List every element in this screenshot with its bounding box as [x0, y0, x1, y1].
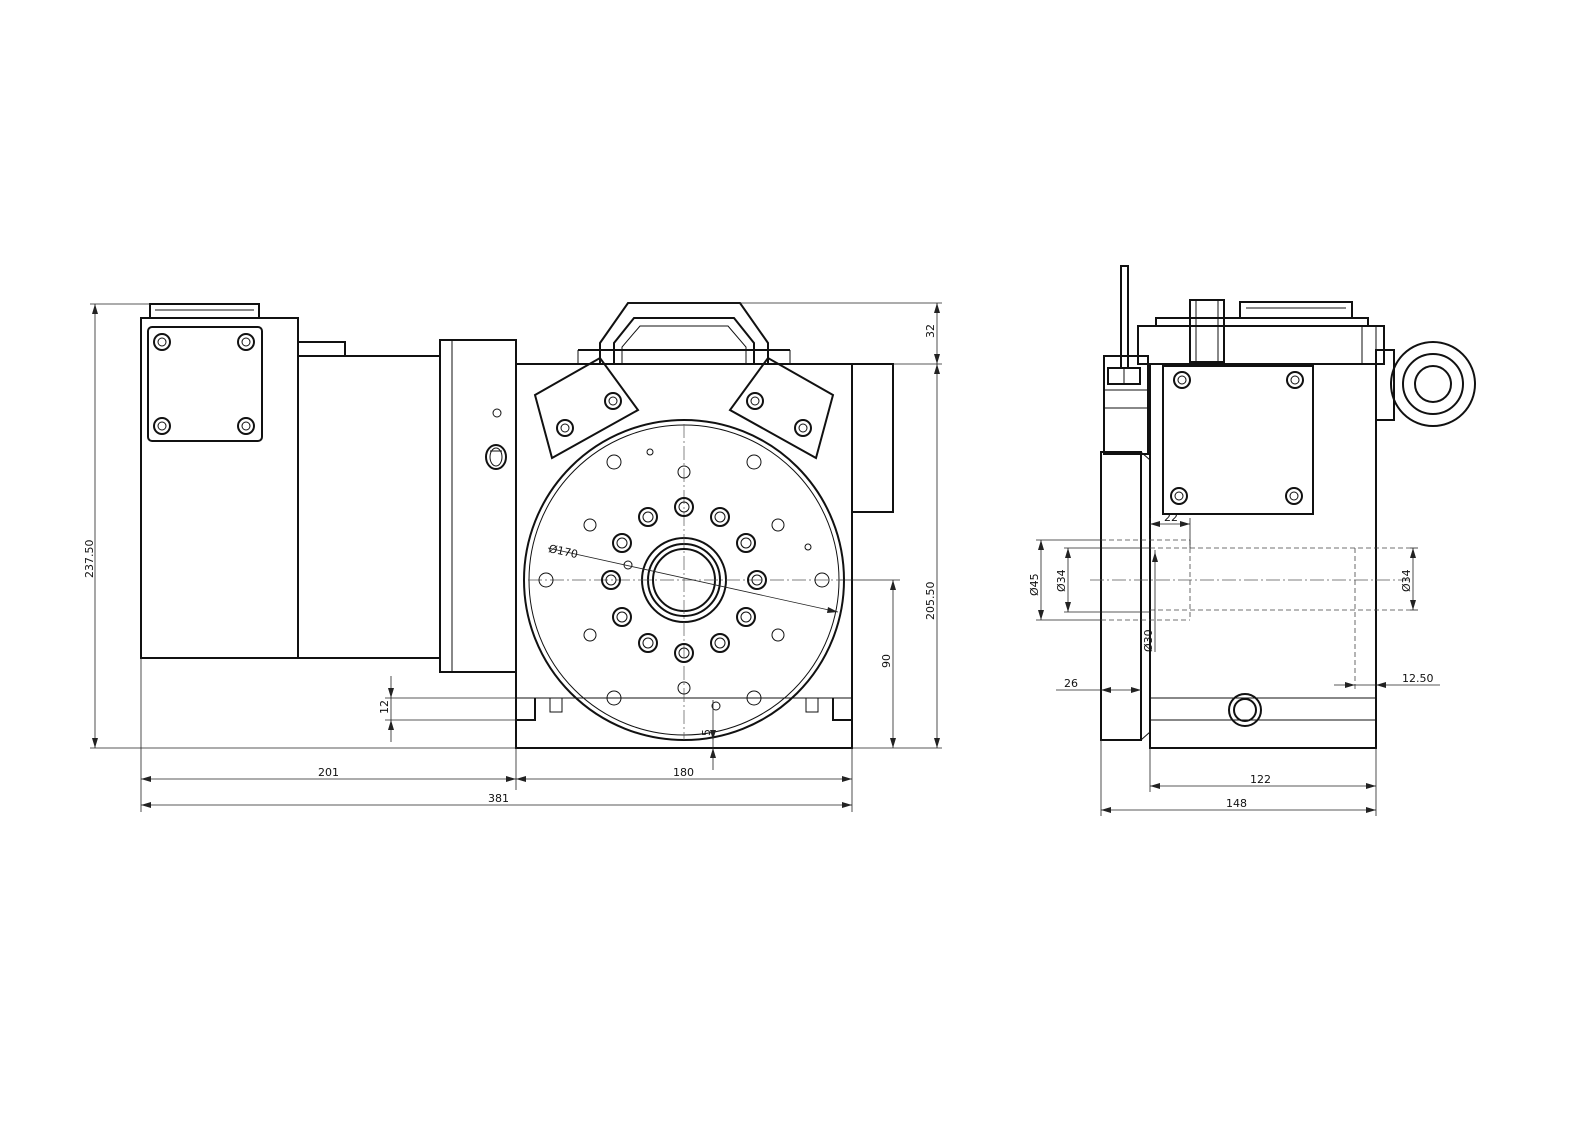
lubrication-nipple [485, 444, 507, 470]
dim-bore-30: Ø30 [1142, 629, 1155, 652]
table-hole [583, 628, 597, 642]
front-view: 237.50 32 205.50 90 12 5 [83, 302, 942, 812]
side-view: Ø45 Ø34 Ø34 22 Ø30 [1028, 265, 1476, 816]
table-bolt [674, 643, 694, 663]
dim-bore-45: Ø45 [1028, 573, 1041, 596]
side-plate-bolt [1170, 487, 1188, 505]
table-hole [677, 681, 691, 695]
flange-bolt [153, 333, 171, 351]
hidden-bore [1090, 539, 1410, 690]
table-bolt [710, 633, 730, 653]
adapter-flange [439, 339, 517, 673]
table-hole [771, 628, 785, 642]
dim-offset-12-50: 12.50 [1402, 672, 1434, 685]
front-dimensions: 237.50 32 205.50 90 12 5 [83, 302, 942, 812]
dim-flange-26: 26 [1064, 677, 1078, 690]
dim-bore-34-right: Ø34 [1400, 569, 1413, 592]
side-lubrication-nipple [1228, 693, 1262, 727]
carry-handle [577, 302, 791, 364]
dim-overall-width: 381 [488, 792, 509, 805]
side-plate-bolt [1285, 487, 1303, 505]
dim-bore-34-left: Ø34 [1055, 569, 1068, 592]
clamp-block-left [533, 356, 640, 460]
table-bolt [736, 533, 756, 553]
table-bolt [638, 507, 658, 527]
side-body [1137, 299, 1385, 749]
dim-motor-length: 201 [318, 766, 339, 779]
table-hole [646, 448, 654, 456]
dim-height-to-table: 205.50 [924, 582, 937, 621]
side-plate [1162, 365, 1314, 515]
face-plate [1100, 355, 1151, 741]
table-hole [814, 572, 830, 588]
flange-bolt [237, 333, 255, 351]
table-hole [677, 465, 691, 479]
round-connector [1375, 341, 1476, 427]
table-bolt [674, 497, 694, 517]
table-bolt [601, 570, 621, 590]
table-bolt [638, 633, 658, 653]
dim-handle-height: 32 [924, 324, 937, 338]
table-hole [746, 690, 762, 706]
table-bolt [736, 607, 756, 627]
table-hole [804, 543, 812, 551]
dim-base-step: 12 [378, 700, 391, 714]
table-hole [538, 572, 554, 588]
table-hole [746, 454, 762, 470]
table-bolt [747, 570, 767, 590]
side-dimensions: Ø45 Ø34 Ø34 22 Ø30 [1028, 511, 1440, 816]
table-hole [606, 690, 622, 706]
table-hole [606, 454, 622, 470]
side-plate-bolt [1173, 371, 1191, 389]
dim-table-diameter: Ø170 [547, 542, 579, 561]
table-bolt [710, 507, 730, 527]
motor-housing [140, 303, 440, 659]
flange-bolt [237, 417, 255, 435]
table-hole [711, 701, 721, 711]
dim-base-depth: 122 [1250, 773, 1271, 786]
dim-bottom-offset: 5 [700, 729, 713, 736]
flange-bolt [153, 417, 171, 435]
dim-center-height: 90 [880, 654, 893, 668]
clamp-block-right [728, 356, 835, 460]
table-bolt [612, 607, 632, 627]
side-plate-bolt [1286, 371, 1304, 389]
table-hole [583, 518, 597, 532]
dim-depth-22: 22 [1164, 511, 1178, 524]
motor-flange-plate [147, 326, 263, 442]
table-bolt [612, 533, 632, 553]
dim-overall-depth: 148 [1226, 797, 1247, 810]
dim-body-width: 180 [673, 766, 694, 779]
dim-overall-height: 237.50 [83, 540, 96, 579]
cable-rod [1107, 265, 1141, 385]
table-hole [771, 518, 785, 532]
rotary-table-face [523, 419, 845, 741]
